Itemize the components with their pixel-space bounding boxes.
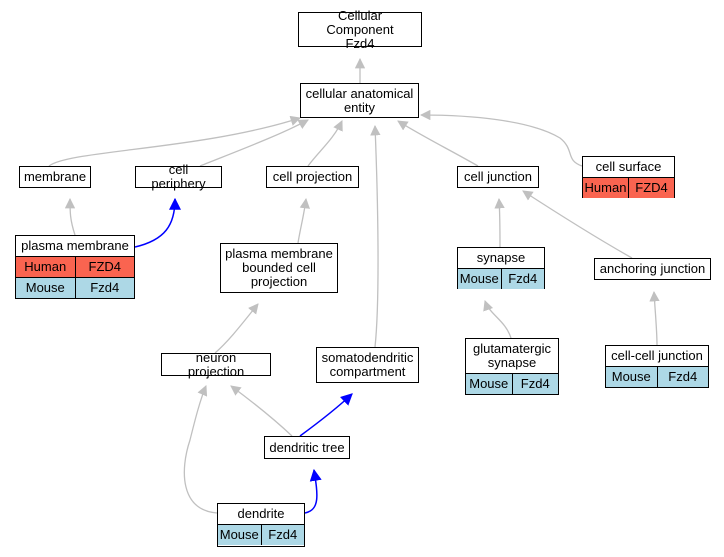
node-label: plasma membrane bounded cell projection bbox=[225, 246, 333, 289]
edge-periphery-to-entity bbox=[199, 119, 309, 167]
edge-dendrite-to-dendritic_tree bbox=[304, 468, 322, 514]
node-label: plasma membrane bbox=[16, 236, 134, 257]
gene-cell: Fzd4 bbox=[511, 374, 559, 394]
node-label: cellular anatomical entity bbox=[305, 85, 414, 115]
species-cell: Mouse bbox=[459, 271, 499, 286]
node-label: cell junction bbox=[464, 169, 532, 184]
node-label: neuron projection bbox=[187, 349, 245, 379]
edge-projection-to-entity bbox=[307, 120, 343, 167]
node-label: Cellular Component Fzd4 bbox=[326, 7, 394, 51]
node-cell-cell-junction[interactable]: cell-cell junction Mouse Fzd4 bbox=[605, 345, 709, 388]
node-cellular-component-root[interactable]: Cellular Component Fzd4 bbox=[298, 7, 422, 51]
species-cell: Mouse bbox=[25, 280, 65, 295]
species-row-human: Human FZD4 bbox=[16, 257, 134, 277]
node-somatodendritic-compartment[interactable]: somatodendritic compartment bbox=[316, 347, 419, 383]
species-row-mouse: Mouse Fzd4 bbox=[466, 374, 558, 394]
edge-synapse-to-junction bbox=[494, 197, 505, 248]
species-row-mouse: Mouse Fzd4 bbox=[458, 269, 544, 289]
species-row-human: Human FZD4 bbox=[583, 178, 674, 198]
node-label: cell surface bbox=[583, 157, 674, 178]
edge-anchoring-to-junction bbox=[522, 190, 633, 259]
species-cell: Mouse bbox=[469, 376, 509, 391]
edge-dendritic_tree-to-neuron_proj bbox=[230, 385, 293, 437]
species-row-mouse: Mouse Fzd4 bbox=[16, 277, 134, 298]
node-membrane[interactable]: membrane bbox=[19, 166, 91, 188]
species-row-mouse: Mouse Fzd4 bbox=[218, 525, 304, 545]
species-cell: Mouse bbox=[611, 369, 651, 384]
edge-plasma_membrane-to-periphery bbox=[134, 197, 181, 248]
species-cell: Human bbox=[584, 180, 627, 195]
gene-cell: FZD4 bbox=[628, 178, 674, 198]
node-label: membrane bbox=[23, 169, 87, 184]
node-label: glutamatergic synapse bbox=[466, 339, 558, 374]
node-synapse[interactable]: synapse Mouse Fzd4 bbox=[457, 247, 545, 289]
node-label: cell periphery bbox=[151, 162, 206, 191]
node-glutamatergic-synapse[interactable]: glutamatergic synapse Mouse Fzd4 bbox=[465, 338, 559, 395]
edge-neuron_proj-to-pm_bounded bbox=[214, 303, 259, 354]
edge-junction-to-entity bbox=[397, 120, 479, 167]
node-dendrite[interactable]: dendrite Mouse Fzd4 bbox=[217, 503, 305, 547]
node-label: cell projection bbox=[272, 169, 353, 184]
edge-surface-to-entity bbox=[419, 109, 583, 167]
node-label: synapse bbox=[458, 248, 544, 269]
species-cell: Human bbox=[24, 259, 67, 274]
gene-cell: FZD4 bbox=[74, 257, 135, 277]
node-cell-periphery[interactable]: cell periphery bbox=[135, 162, 222, 191]
node-label: somatodendritic compartment bbox=[321, 350, 414, 379]
edge-cellcell-to-anchoring bbox=[649, 290, 660, 346]
node-label: anchoring junction bbox=[599, 261, 706, 276]
gene-cell: Fzd4 bbox=[656, 367, 709, 387]
node-plasma-membrane[interactable]: plasma membrane Human FZD4 Mouse Fzd4 bbox=[15, 235, 135, 299]
edge-membrane-to-entity bbox=[48, 115, 301, 167]
node-dendritic-tree[interactable]: dendritic tree bbox=[264, 436, 350, 459]
edge-pm_bounded-to-projection bbox=[297, 197, 310, 244]
edge-dendrite-to-neuron_proj bbox=[183, 385, 218, 514]
edge-dendritic_tree-to-somatodendritic bbox=[299, 393, 353, 437]
species-row-mouse: Mouse Fzd4 bbox=[606, 367, 708, 387]
node-neuron-projection[interactable]: neuron projection bbox=[161, 349, 271, 379]
node-label: dendrite bbox=[218, 504, 304, 525]
node-label: cell-cell junction bbox=[606, 346, 708, 367]
node-cell-surface[interactable]: cell surface Human FZD4 bbox=[582, 156, 675, 198]
node-cell-junction[interactable]: cell junction bbox=[457, 166, 539, 188]
node-plasma-membrane-bounded-cell-projection[interactable]: plasma membrane bounded cell projection bbox=[220, 243, 338, 293]
edge-plasma_membrane-to-membrane bbox=[64, 197, 76, 236]
node-cell-projection[interactable]: cell projection bbox=[266, 166, 359, 188]
gene-cell: Fzd4 bbox=[260, 525, 305, 545]
node-cellular-anatomical-entity[interactable]: cellular anatomical entity bbox=[300, 83, 419, 118]
gene-cell: Fzd4 bbox=[74, 278, 135, 298]
species-cell: Mouse bbox=[219, 527, 259, 542]
edge-somatodendritic-to-entity bbox=[370, 124, 381, 348]
edge-glutamatergic-to-synapse bbox=[483, 300, 512, 339]
gene-cell: Fzd4 bbox=[500, 269, 545, 289]
node-label: dendritic tree bbox=[269, 439, 345, 455]
node-anchoring-junction[interactable]: anchoring junction bbox=[594, 258, 711, 280]
